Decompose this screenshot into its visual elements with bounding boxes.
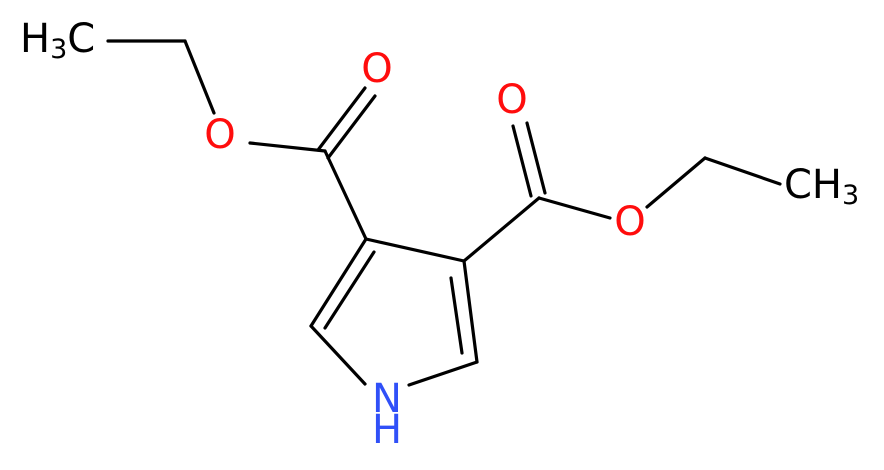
bond-ring-n-c5 <box>407 360 479 387</box>
atom-label-layer: H3C O O O O N H CH3 <box>20 16 859 453</box>
oxygen-label-left-carbonyl: O <box>361 46 392 92</box>
bond-ring-c4-c5-double-a <box>462 259 479 364</box>
bond-layer <box>106 39 782 387</box>
bond-carbonyl-left-to-ring <box>323 149 368 241</box>
nitrogen-hydrogen-label: H <box>372 407 402 453</box>
bond-oxygen-right-to-ethyl <box>645 156 707 209</box>
nitrogen-label: N <box>372 376 402 422</box>
oxygen-label-right-carbonyl: O <box>496 77 527 123</box>
methyl-label-left: H3C <box>20 16 95 65</box>
bond-carbonyl-right-double-a <box>511 124 533 198</box>
bond-ring-c4-c5-double-b <box>449 276 464 355</box>
oxygen-label-right-ester: O <box>614 199 645 245</box>
bond-ring-c3-c4 <box>364 237 466 263</box>
bond-carbonyl-left-double-a <box>316 86 367 152</box>
bond-carbonyl-left-double-b <box>326 94 377 160</box>
bond-carbonyl-right-double-b <box>525 121 547 195</box>
bond-ring-c3-c2-double-a <box>309 237 368 328</box>
methyl-label-right: CH3 <box>784 162 859 211</box>
bond-ring-c2-n <box>309 324 367 386</box>
bond-oxygen-left-to-carbonyl <box>248 141 327 153</box>
bond-ethyl-left-to-oxygen <box>183 39 216 115</box>
bond-ethyl-right <box>703 156 782 186</box>
bond-ring-to-carbonyl-right <box>462 196 541 263</box>
oxygen-label-left-ester: O <box>204 112 235 158</box>
bond-ring-c3-c2-double-b <box>323 250 376 330</box>
bond-carbonyl-right-to-oxygen <box>537 196 612 220</box>
